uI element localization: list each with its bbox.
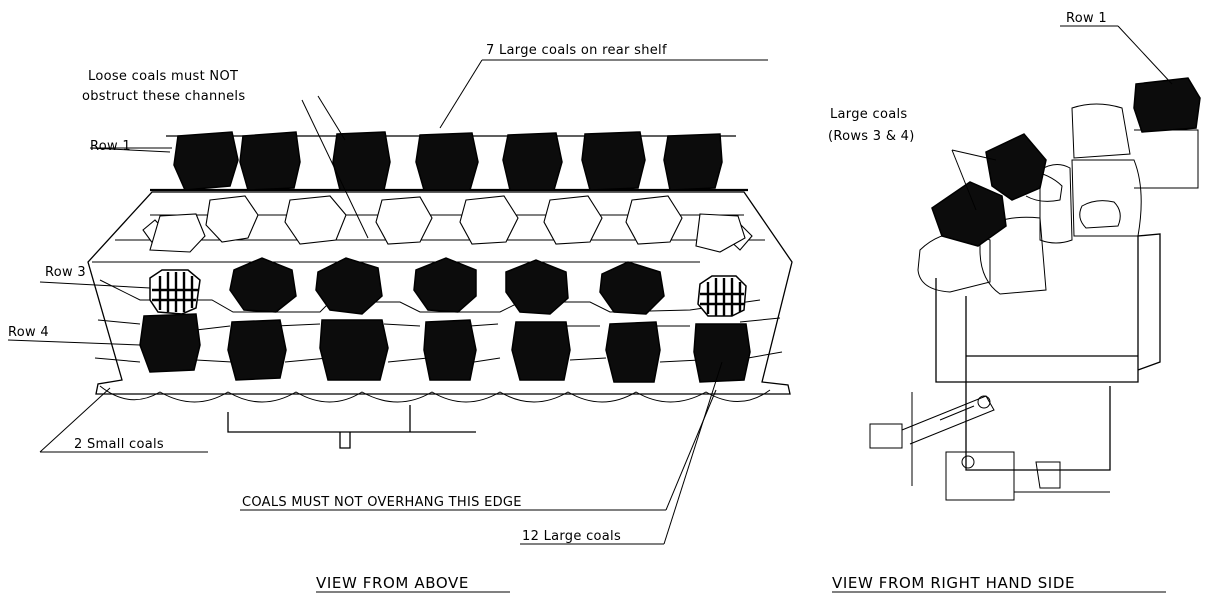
- loose-coals-label-line2: obstruct these channels: [82, 89, 245, 104]
- rear-shelf-label: 7 Large coals on rear shelf: [486, 43, 667, 58]
- overhang-warning-label: COALS MUST NOT OVERHANG THIS EDGE: [242, 495, 522, 510]
- side-row3-coal: [985, 133, 1047, 201]
- large-coals-count-label: 12 Large coals: [522, 529, 621, 544]
- side-row1-label: Row 1: [1066, 11, 1107, 26]
- side-large-coals-label-line2: (Rows 3 & 4): [828, 129, 915, 144]
- row1-rear-shelf-coals: [173, 131, 723, 191]
- loose-coals-label-line1: Loose coals must NOT: [88, 69, 238, 84]
- view-from-right-hand-side-drawing: [869, 25, 1201, 501]
- fuel-bed-outline: [87, 191, 793, 395]
- upper-bed-coals: [142, 195, 753, 253]
- leader-lines: [7, 59, 768, 545]
- row1-label: Row 1: [90, 139, 131, 154]
- side-large-coals-label-line1: Large coals: [830, 107, 907, 122]
- side-row1-coal: [1133, 77, 1201, 133]
- view-from-above-title: VIEW FROM ABOVE: [316, 574, 469, 592]
- row4-label: Row 4: [8, 325, 49, 340]
- row3-label: Row 3: [45, 265, 86, 280]
- small-coals: [149, 269, 747, 317]
- row3-large-coals: [229, 257, 665, 315]
- side-row4-coal: [931, 181, 1007, 247]
- view-from-side-title: VIEW FROM RIGHT HAND SIDE: [832, 574, 1075, 592]
- row4-large-coals: [139, 313, 751, 383]
- front-coal-edge: [99, 385, 771, 403]
- small-coals-label: 2 Small coals: [74, 437, 164, 452]
- view-from-above-drawing: [7, 59, 793, 545]
